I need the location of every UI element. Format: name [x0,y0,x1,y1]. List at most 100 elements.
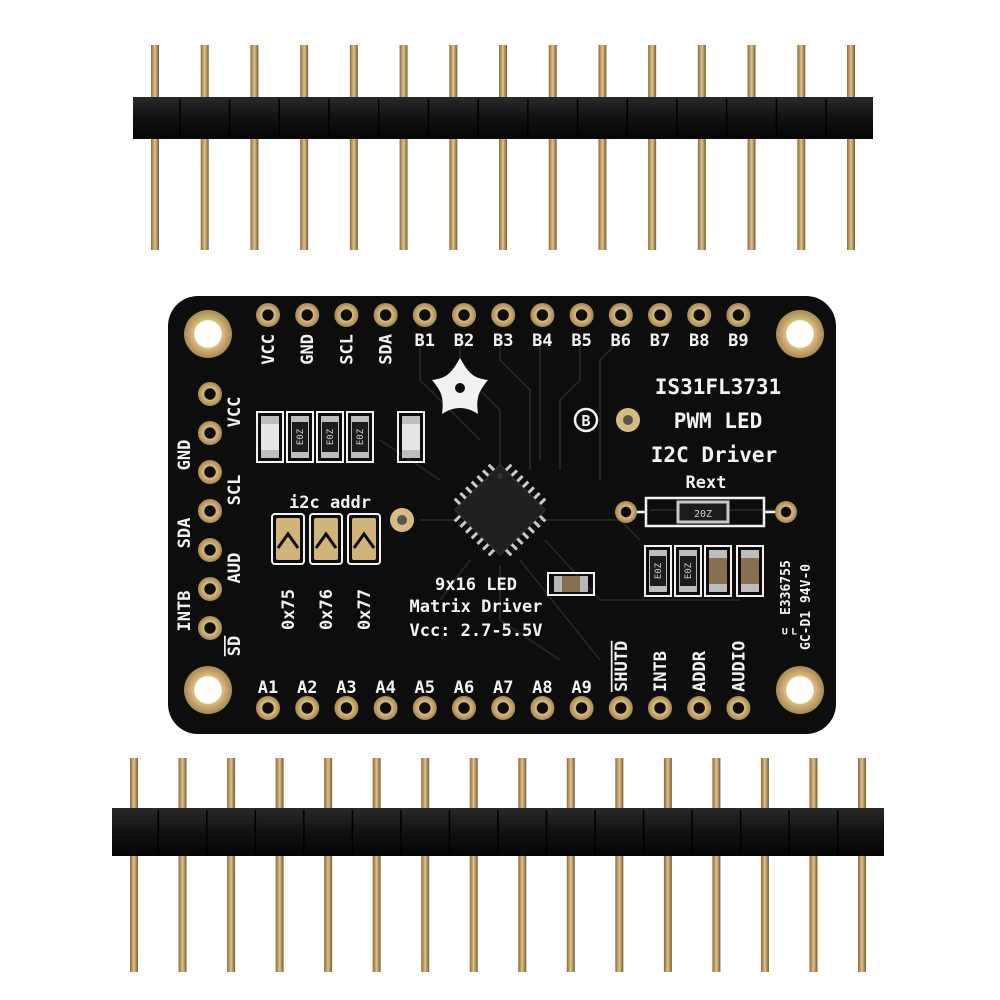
top-pin-label: B5 [571,331,591,351]
top-pin-label: B8 [689,331,709,351]
top-pad [334,303,359,327]
bottom-header-pin [858,758,866,972]
top-header-pin [250,45,259,250]
bottom-header-pin [809,758,818,972]
jumper-outline [271,513,305,565]
bottom-pad [256,696,280,720]
smd-code: E0Z [326,428,336,445]
bottom-header-pin [663,758,672,972]
bottom-header-pin [227,758,236,972]
smd-resistor-body [650,556,666,586]
bottom-pin-label: A6 [454,678,474,698]
rext-label: Rext [686,473,727,493]
bottom-pin-label: A8 [532,678,552,698]
ul-mark-icon: ᵁᴸ [780,625,799,644]
fiducial-ring-icon [573,407,599,433]
bottom-header-pin [324,758,333,972]
top-pin-label: GND [298,334,318,365]
bottom-pad [334,696,359,720]
bottom-pad [608,696,633,720]
top-pad [569,303,594,327]
smd-code: E0Z [296,428,306,445]
top-header-pin [399,45,408,250]
top-pad [256,303,280,327]
mounting-hole-bottom-right [776,666,824,714]
top-header-pin [598,45,607,250]
top-header-pin [200,45,209,250]
top-pad-row [256,303,751,327]
smd-outline [736,545,764,597]
left-pad [198,460,222,484]
bottom-header-pin [421,758,430,972]
top-header-pin [300,45,309,250]
desc-line2: Matrix Driver [409,597,542,617]
smd-cap-body [402,424,420,450]
bottom-pin-label: A1 [258,678,278,698]
bottom-pin-label: AUDIO [729,641,749,692]
addr-option-label: 0x75 [279,589,299,630]
rext-pad-right [775,501,797,523]
smd-resistor-body [292,422,308,452]
left-pin-label: SCL [225,475,245,506]
mounting-hole-top-left [184,310,232,358]
bottom-header-pin [275,758,284,972]
top-pin-label: VCC [259,334,279,365]
top-pin-label: B4 [532,331,552,351]
left-pad [198,616,222,640]
jumper-chevron-icon [276,531,300,549]
smd-outline [644,545,672,597]
smd-cap-body [709,558,727,584]
i2c-addr-label: i2c addr [289,493,371,513]
smd-resistor-body [352,422,368,452]
top-pin-label: B3 [493,331,513,351]
top-pin-header [133,45,873,250]
bottom-pad [412,696,437,720]
capacitor-body [562,576,580,592]
smd-outline [346,411,374,463]
top-pad [687,303,712,327]
subtitle-line2: I2C Driver [651,443,777,467]
top-header-pin [648,45,657,250]
smd-outline [397,411,425,463]
bottom-header-pin [372,758,381,972]
smd-code: E0Z [684,562,694,579]
top-pin-label: B1 [415,331,435,351]
bottom-pin-label: A7 [493,678,513,698]
bottom-header-pin [518,758,527,972]
bottom-pad [726,696,751,720]
bottom-pad [295,696,320,720]
smd-outline [256,411,284,463]
address-jumpers [271,513,381,565]
top-pad [295,303,320,327]
desc-line1: 9x16 LED [435,575,517,595]
top-header-pin [747,45,756,250]
top-pin-label: B2 [454,331,474,351]
rext-pad-left [615,501,637,523]
left-pin-label: SD [225,636,245,656]
top-pad [726,303,751,327]
top-header-pin [349,45,358,250]
top-pad [491,303,516,327]
smd-resistor-body [680,556,696,586]
top-header-pin [847,45,855,250]
left-pin-label: SDA [175,518,195,549]
smd-outline [316,411,344,463]
bottom-pad [530,696,555,720]
mounting-hole-top-right [776,310,824,358]
left-pin-label: GND [175,440,195,471]
left-pad [198,382,222,406]
bottom-pad [569,696,594,720]
top-pin-label: B9 [728,331,748,351]
left-pad-column [198,382,222,640]
left-pad [198,499,222,523]
top-pad [373,303,398,327]
bottom-pin-label: A9 [571,678,591,698]
solder-jumper [314,518,338,560]
bottom-pin-label: A2 [297,678,317,698]
bottom-pin-label: SHUTD [612,641,632,692]
smd-cap-body [261,424,279,450]
top-pin-label: B7 [650,331,670,351]
